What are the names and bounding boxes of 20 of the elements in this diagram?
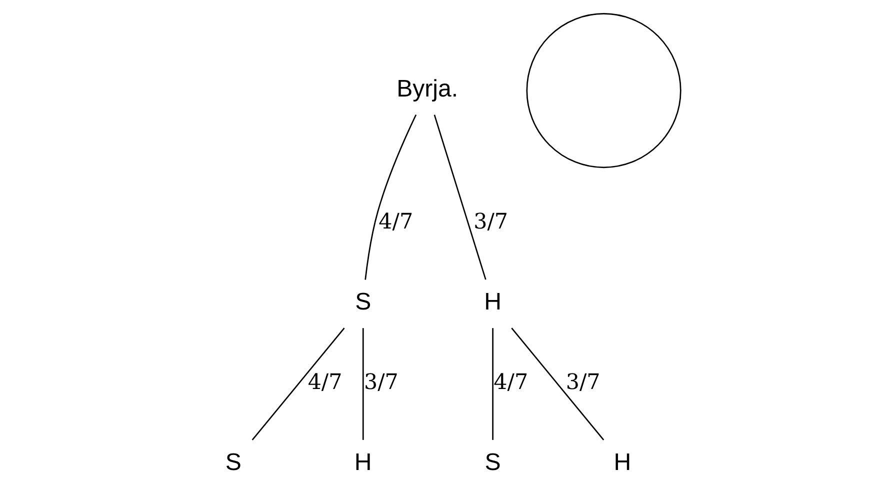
- connector: [364, 114, 416, 280]
- edge-label: 4/7: [307, 370, 342, 396]
- connector: [362, 328, 364, 440]
- node-text: H: [613, 449, 631, 476]
- node-text: S: [354, 288, 371, 316]
- connector: [433, 114, 486, 280]
- connector: [492, 328, 493, 440]
- node-text: S: [224, 449, 241, 476]
- edge-label: 3/7: [363, 370, 398, 396]
- connector: [251, 328, 344, 440]
- node-text: H: [484, 288, 501, 316]
- node-text: Byrja.: [396, 75, 458, 102]
- edge-label: 4/7: [493, 370, 528, 396]
- node-text: S: [484, 449, 500, 476]
- node-text: H: [354, 449, 372, 476]
- node-circle: [526, 13, 681, 168]
- edge-label: 3/7: [473, 210, 508, 235]
- edge-label: 3/7: [565, 370, 600, 396]
- connector: [510, 328, 604, 440]
- edge-label: 4/7: [378, 210, 413, 235]
